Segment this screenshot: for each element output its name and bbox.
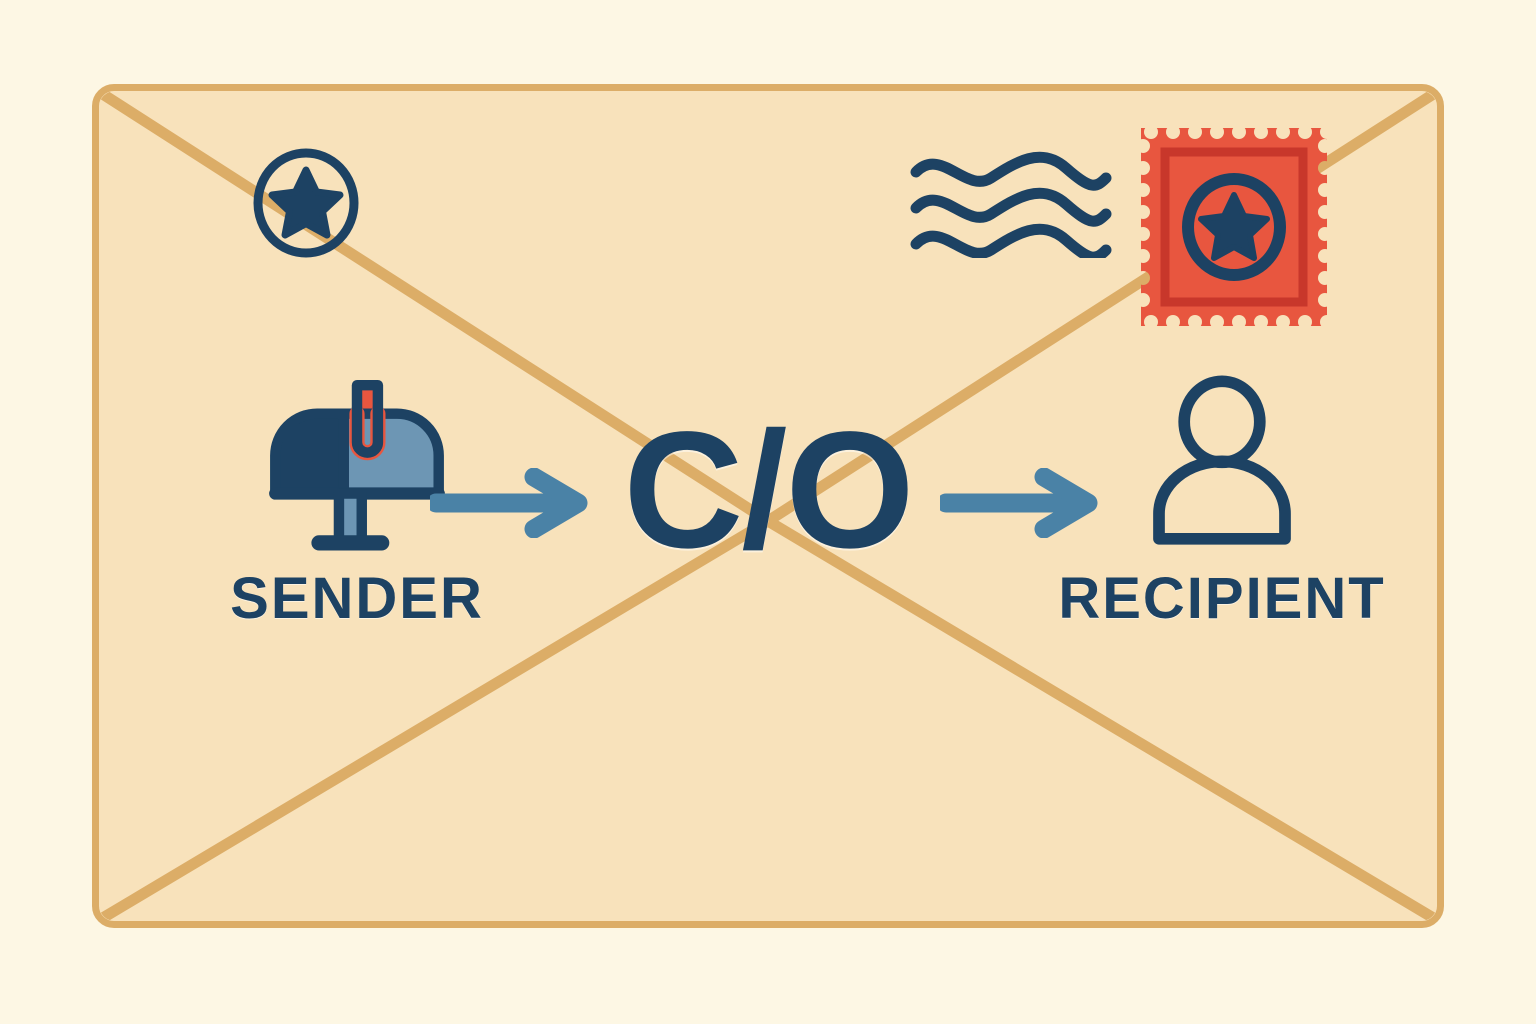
arrow-right-icon	[426, 467, 588, 539]
postmark-waves	[908, 150, 1114, 263]
arrow-co-to-recipient	[936, 467, 1108, 539]
co-abbreviation: C/O	[623, 398, 914, 583]
sender-icon-wrap	[177, 360, 537, 570]
mail-flow-row: SENDER C/O RECIPIE	[92, 360, 1444, 660]
recipient-node: RECIPIENT	[1022, 360, 1422, 628]
illustration-title: C/O (care of) mail routing on an envelop…	[0, 0, 1, 1]
recipient-label: RECIPIENT	[1058, 566, 1386, 631]
stamp-icon	[1141, 128, 1327, 326]
recipient-icon-wrap	[1022, 360, 1422, 570]
circle-star-icon	[253, 148, 359, 258]
wave-lines-icon	[910, 151, 1112, 263]
arrow-right-icon	[936, 467, 1098, 539]
circle-star-badge	[251, 146, 361, 260]
person-icon	[1153, 375, 1291, 545]
postage-stamp	[1139, 122, 1329, 332]
sender-node: SENDER	[177, 360, 537, 628]
mailbox-icon	[269, 379, 445, 551]
sender-label: SENDER	[230, 566, 484, 631]
arrow-sender-to-co	[426, 467, 598, 539]
